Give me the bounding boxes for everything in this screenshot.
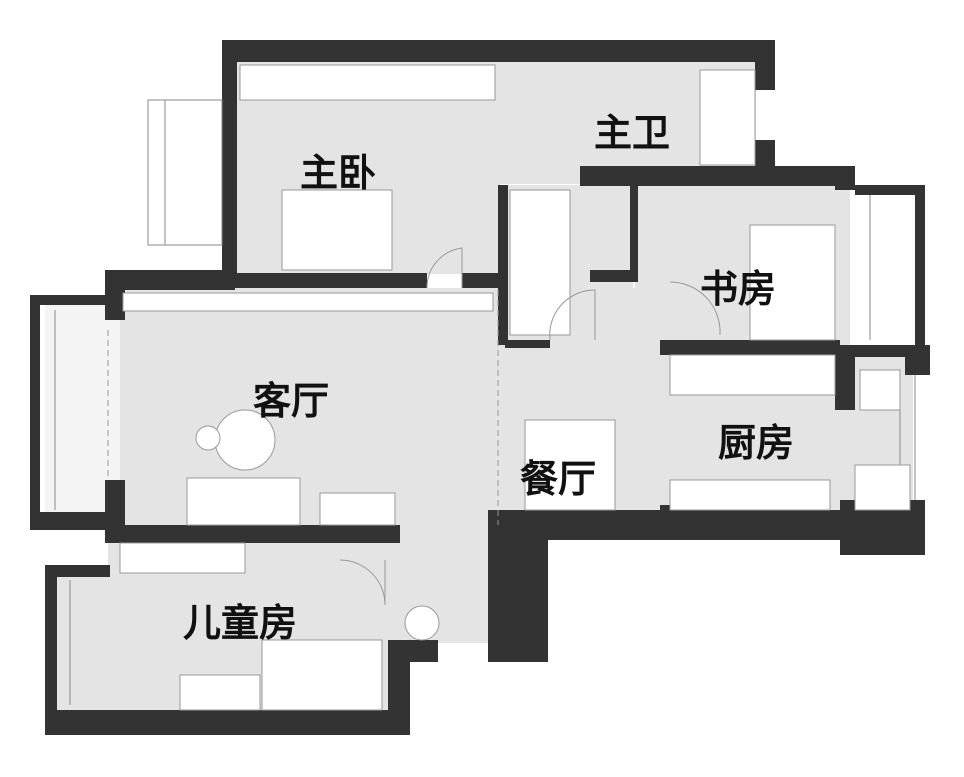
- room-label-master-bath: 主卫: [594, 111, 671, 155]
- wardrobe: [239, 64, 496, 101]
- dining-table: [524, 419, 616, 511]
- room-label-dining-room: 餐厅: [520, 457, 597, 501]
- bathtub: [699, 69, 756, 166]
- doors: [107, 247, 721, 606]
- room-label-kitchen: 厨房: [718, 421, 795, 465]
- floor-living: [120, 288, 498, 525]
- cabinet: [122, 292, 494, 312]
- stool: [195, 425, 221, 451]
- room-label-study: 书房: [700, 267, 777, 311]
- room-label-living-room: 客厅: [253, 379, 330, 423]
- kids-desk: [179, 674, 261, 711]
- washer: [859, 369, 901, 411]
- plant: [404, 605, 440, 641]
- sofa: [186, 477, 301, 526]
- room-label-master-bedroom: 主卧: [300, 151, 377, 195]
- water-heater: [854, 464, 911, 511]
- study-rug: [749, 224, 836, 341]
- walls: [30, 40, 930, 735]
- toilet-area: [509, 189, 571, 336]
- bed: [281, 189, 393, 271]
- floor-closet: [500, 62, 580, 184]
- kids-bed: [261, 639, 383, 711]
- kitchen-counter-bottom: [669, 479, 831, 511]
- furniture: [119, 64, 911, 711]
- kitchen-counter-top: [669, 354, 836, 396]
- tv-stand: [319, 492, 396, 526]
- kids-wardrobe: [119, 542, 246, 574]
- floor-kids-balcony: [55, 575, 110, 710]
- room-label-kids-room: 儿童房: [183, 601, 298, 645]
